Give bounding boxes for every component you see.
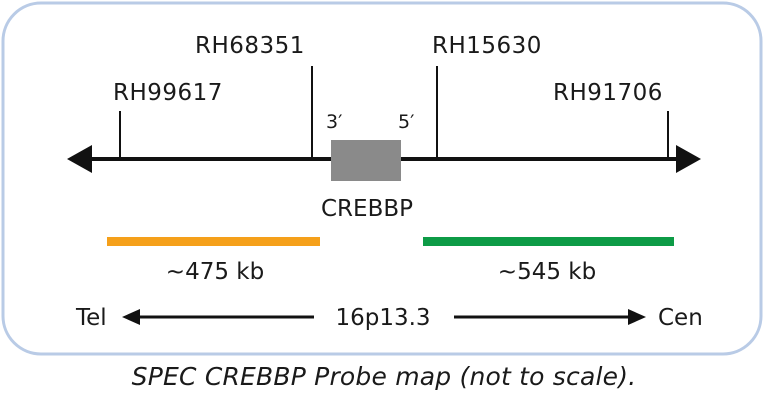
orientation-left-arrowhead xyxy=(122,309,140,325)
probe-size-tel: ~475 kb xyxy=(166,259,264,285)
orientation-right-arrowhead xyxy=(628,309,646,325)
figure-caption: SPEC CREBBP Probe map (not to scale). xyxy=(131,362,637,391)
marker-label-rh91706: RH91706 xyxy=(553,80,663,106)
probe-bar-tel xyxy=(107,237,320,246)
gene-end-5-label: 5′ xyxy=(398,111,414,133)
axis-left-arrowhead xyxy=(67,145,92,173)
marker-label-rh68351: RH68351 xyxy=(195,33,305,59)
gene-end-3-label: 3′ xyxy=(326,111,342,133)
marker-label-rh15630: RH15630 xyxy=(432,33,542,59)
marker-label-rh99617: RH99617 xyxy=(113,80,223,106)
gene-box-crebbp xyxy=(331,140,401,181)
gene-name-label: CREBBP xyxy=(321,196,413,222)
orientation-cen-label: Cen xyxy=(658,305,703,331)
axis-right-arrowhead xyxy=(676,145,701,173)
orientation-tel-label: Tel xyxy=(75,305,107,331)
probe-size-cen: ~545 kb xyxy=(498,259,596,285)
probe-bar-cen xyxy=(423,237,674,246)
orientation-band-label: 16p13.3 xyxy=(335,305,430,331)
